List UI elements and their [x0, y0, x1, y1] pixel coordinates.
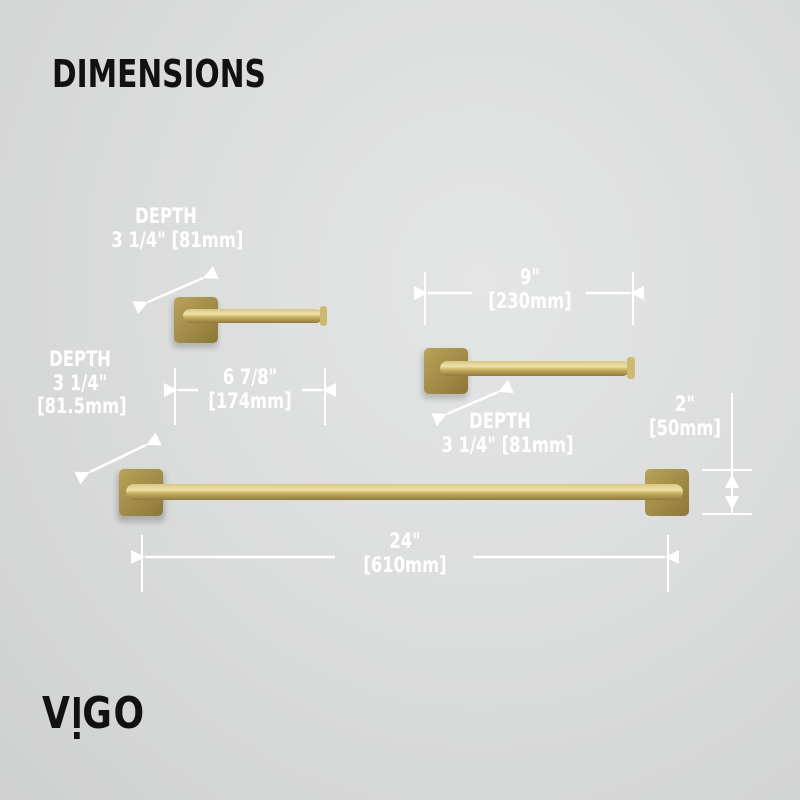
logo-i-glyph: [74, 697, 80, 739]
towel-bar-fixture: [117, 469, 689, 522]
length-label-paper-holder: 9" [230mm]: [488, 265, 572, 313]
length-label-towel-bar: 24" [610mm]: [363, 529, 447, 577]
small-hook-fixture: [172, 297, 327, 348]
depth-label-paper-holder: DEPTH 3 1/4" [81mm]: [441, 409, 574, 457]
depth-label-towel-bar: DEPTH 3 1/4" [81.5mm]: [37, 347, 127, 419]
towel-rod: [126, 484, 683, 500]
hook-rod: [183, 309, 323, 323]
depth-arrow: [74, 432, 162, 485]
depth-label-small-hook: DEPTH 3 1/4" [81mm]: [111, 204, 244, 252]
holder-rod: [440, 361, 630, 376]
length-label-small-hook: 6 7/8" [174mm]: [208, 365, 292, 413]
arrow-down-icon: [725, 496, 739, 510]
page-title: DIMENSIONS: [52, 52, 266, 96]
paper-holder-fixture: [422, 348, 635, 399]
depth-arrow: [132, 265, 219, 315]
depth-arrow: [431, 380, 514, 426]
height-label-towel-bar: 2" [50mm]: [649, 392, 721, 440]
arrow-up-icon: [725, 474, 739, 488]
